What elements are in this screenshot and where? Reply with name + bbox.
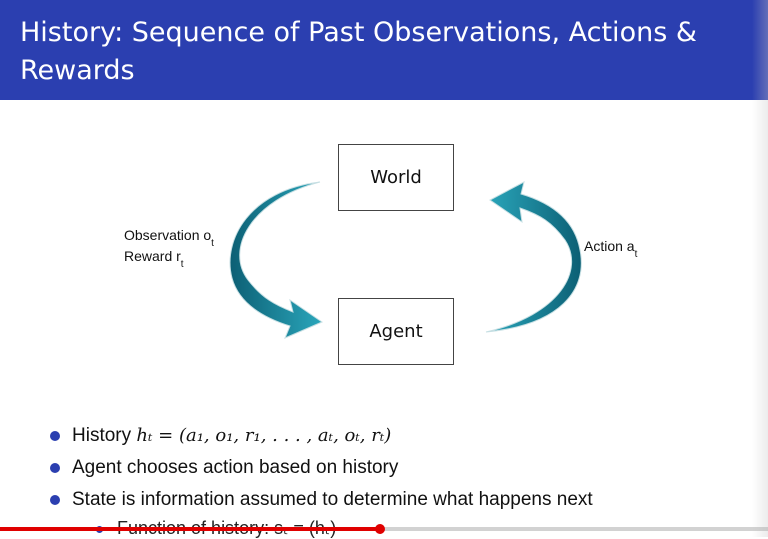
reward-label: Reward rt [124,248,184,270]
world-label: World [370,167,422,188]
agent-label: Agent [369,321,423,342]
slide-edge-shadow [752,0,768,537]
bullet-history: History hₜ = (a₁, o₁, r₁, . . . , aₜ, oₜ… [48,420,758,452]
bullet-list: History hₜ = (a₁, o₁, r₁, . . . , aₜ, oₜ… [48,420,758,516]
observation-arrow [229,181,324,339]
video-scrubber-handle[interactable] [375,524,386,534]
slide-title: History: Sequence of Past Observations, … [20,17,697,86]
bullet-state: State is information assumed to determin… [48,484,758,516]
world-box: World [338,144,454,211]
action-label: Action at [584,238,638,260]
action-arrow [485,181,582,333]
bullet-dot [50,431,60,441]
bullet-dot [50,495,60,505]
video-progress-fill [0,527,381,531]
video-progress-bar[interactable] [0,524,768,534]
history-formula: hₜ = (a₁, o₁, r₁, . . . , aₜ, oₜ, rₜ) [136,425,392,446]
observation-label: Observation ot [124,227,214,249]
bullet-dot [50,463,60,473]
slide-header: History: Sequence of Past Observations, … [0,0,768,100]
agent-box: Agent [338,298,454,365]
bullet-agent-chooses: Agent chooses action based on history [48,452,758,484]
agent-world-loop-arrows [229,181,582,339]
